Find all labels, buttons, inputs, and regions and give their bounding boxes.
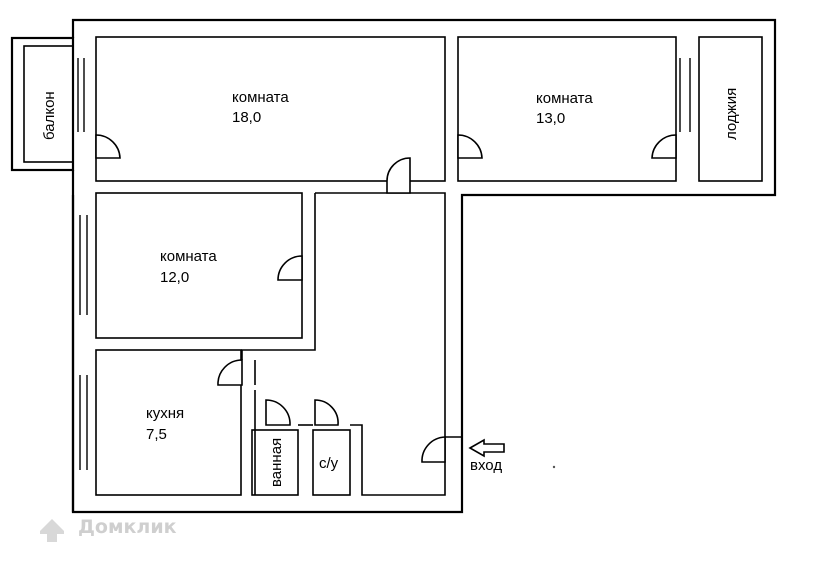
door-loggia [651, 134, 677, 159]
door-balcony [95, 134, 121, 159]
room-13-outline [457, 36, 677, 182]
balcony [10, 36, 75, 172]
room-18-name: комната [232, 89, 289, 106]
kitchen-outline [95, 349, 242, 496]
bathroom-outline [251, 429, 299, 496]
entrance-arrow-icon [468, 438, 505, 458]
room-18-outline [95, 36, 446, 182]
room-13-area: 13,0 [536, 110, 565, 127]
door-bathroom [265, 399, 291, 426]
kitchen-area: 7,5 [146, 426, 167, 443]
door-toilet [314, 399, 339, 426]
window-west-bottom [79, 375, 88, 470]
loggia-label: лоджия [723, 88, 740, 140]
bathroom-label: ванная [268, 438, 285, 487]
door-room-13-west [457, 134, 483, 159]
toilet-outline [312, 429, 351, 496]
entrance-label: вход [470, 457, 502, 474]
kitchen-name: кухня [146, 405, 184, 422]
balcony-label: балкон [41, 91, 58, 140]
room-12-name: комната [160, 248, 217, 265]
door-kitchen [217, 359, 243, 386]
door-room-12 [277, 255, 303, 281]
corridor-walls [241, 192, 446, 496]
watermark: Домклик [40, 516, 177, 542]
window-west-middle [79, 215, 88, 315]
room-12-area: 12,0 [160, 269, 189, 286]
window-west-top [77, 58, 85, 132]
room-12-outline [95, 192, 303, 339]
door-room-18 [386, 157, 411, 194]
watermark-text: Домклик [78, 516, 177, 538]
door-entrance [421, 436, 446, 463]
outer-walls [71, 18, 777, 514]
domclick-house-icon [40, 519, 64, 542]
room-13-name: комната [536, 90, 593, 107]
room-18-area: 18,0 [232, 109, 261, 126]
loggia [679, 36, 763, 182]
toilet-label: с/у [319, 455, 339, 472]
